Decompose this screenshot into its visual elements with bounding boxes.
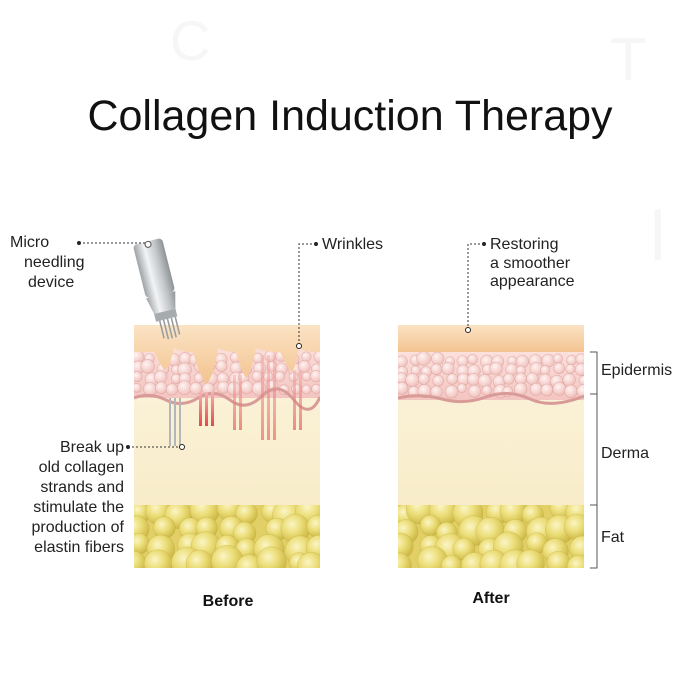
after-epidermis-cells [398, 351, 584, 399]
svg-text:appearance: appearance [490, 273, 575, 290]
svg-text:Micro: Micro [10, 234, 49, 251]
svg-text:old collagen: old collagen [39, 459, 124, 476]
svg-text:stimulate the: stimulate the [33, 499, 124, 516]
before-skin-panel [134, 325, 320, 510]
svg-text:l: l [650, 197, 666, 275]
caption-before: Before [203, 593, 254, 610]
svg-text:needling: needling [24, 254, 85, 271]
caption-after: After [472, 590, 509, 607]
label-restoring: Restoring a smoother appearance [465, 236, 575, 333]
svg-text:production of: production of [31, 519, 124, 536]
svg-text:strands and: strands and [40, 479, 124, 496]
page-title: Collagen Induction Therapy [87, 92, 613, 140]
svg-text:T: T [610, 26, 647, 93]
after-fat-layer [398, 505, 584, 568]
svg-text:elastin fibers: elastin fibers [34, 539, 124, 556]
svg-text:a smoother: a smoother [490, 255, 571, 272]
label-fat: Fat [601, 529, 625, 546]
svg-text:C: C [170, 9, 210, 72]
micro-needling-device [133, 238, 181, 340]
watermark: C T l [170, 9, 666, 275]
label-epidermis: Epidermis [601, 362, 672, 379]
svg-text:Break up: Break up [60, 439, 124, 456]
layer-brackets [590, 351, 598, 569]
label-micro-needling: Micro needling device [10, 234, 146, 291]
label-wrinkles: Wrinkles [296, 236, 383, 349]
before-surface-layer [134, 325, 320, 384]
after-skin-panel [398, 325, 584, 510]
svg-text:Restoring: Restoring [490, 236, 558, 253]
label-derma: Derma [601, 445, 649, 462]
collagen-needle-tracks [169, 355, 302, 446]
after-surface-layer [398, 325, 584, 352]
svg-text:device: device [28, 274, 74, 291]
svg-text:Wrinkles: Wrinkles [322, 236, 383, 253]
before-fat-layer [134, 505, 320, 568]
label-break-up-collagen: Break up old collagen strands and stimul… [31, 439, 185, 556]
